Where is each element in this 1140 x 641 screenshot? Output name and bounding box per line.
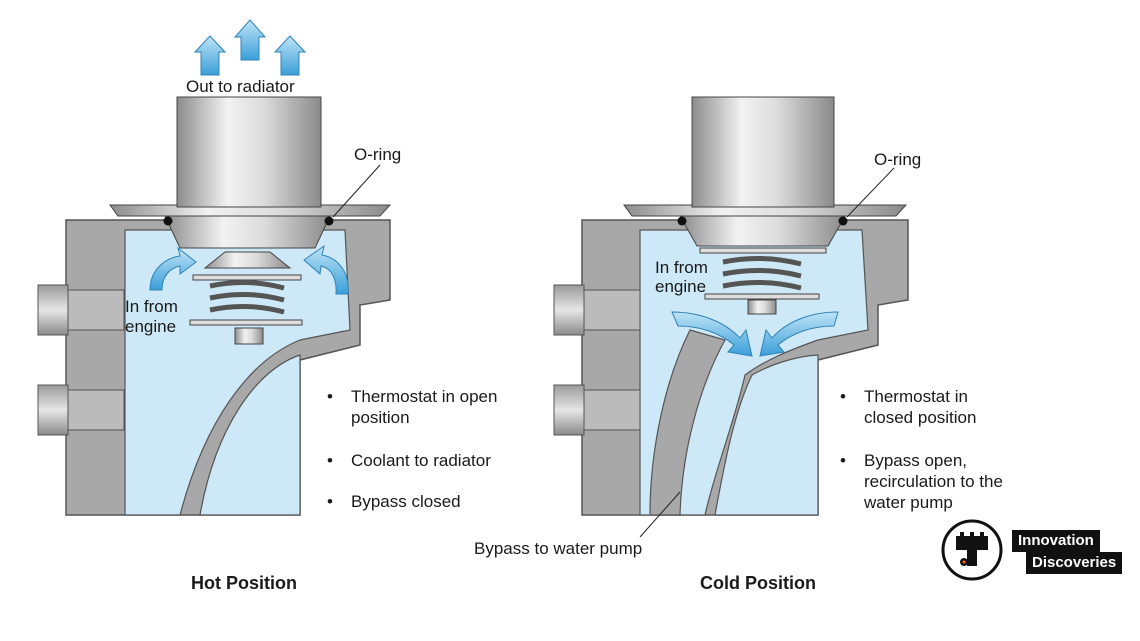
hot-bolt-upper-head bbox=[37, 284, 69, 336]
cold-bullet-1-line-2: closed position bbox=[864, 408, 977, 427]
cold-oring-label: O-ring bbox=[874, 150, 922, 169]
cold-oring-right bbox=[838, 216, 848, 226]
cold-in-label-2: engine bbox=[655, 277, 707, 296]
hot-oring-label: O-ring bbox=[354, 145, 402, 164]
logo-text-line-2: Discoveries bbox=[1026, 552, 1123, 574]
hot-bolt-lower-thread bbox=[67, 389, 125, 431]
hot-outlet-cylinder bbox=[176, 96, 322, 208]
cold-bullet-2-line-2: recirculation to the bbox=[864, 472, 1003, 491]
cold-bullet-1: • Thermostat in closed position bbox=[840, 386, 977, 428]
bullet-dot: • bbox=[840, 387, 846, 406]
hot-in-label-1: In from bbox=[125, 297, 178, 316]
hot-in-label-2: engine bbox=[125, 317, 177, 336]
cold-spring bbox=[722, 255, 802, 291]
cold-oring-leader bbox=[846, 167, 895, 218]
cold-bolt-lower-head bbox=[553, 384, 585, 436]
hot-oring-leader bbox=[332, 164, 381, 218]
cold-bolt-upper-head bbox=[553, 284, 585, 336]
cold-bullet-2-line-3: water pump bbox=[864, 493, 953, 512]
hot-spring bbox=[209, 279, 285, 315]
cold-oring-left bbox=[677, 216, 687, 226]
cold-flow-arrow-left bbox=[671, 311, 753, 357]
hot-bullet-2: • Coolant to radiator bbox=[327, 450, 491, 471]
cold-pellet bbox=[747, 299, 777, 315]
hot-oring-left bbox=[163, 216, 173, 226]
hot-out-label: Out to radiator bbox=[186, 77, 295, 96]
hot-bolt-lower-head bbox=[37, 384, 69, 436]
hot-valve-cone bbox=[203, 251, 292, 269]
cold-lower-plate bbox=[704, 293, 820, 300]
hot-out-arrow-1 bbox=[193, 35, 227, 76]
hot-valve-body bbox=[164, 215, 331, 249]
cold-bullet-1-line-1: Thermostat in bbox=[864, 387, 968, 406]
hot-bolt-upper-thread bbox=[67, 289, 125, 331]
cold-outlet-cylinder bbox=[691, 96, 835, 208]
hot-lower-plate bbox=[189, 319, 303, 326]
hot-flow-arrow-left bbox=[149, 246, 197, 291]
hot-bullet-3-line-1: Bypass closed bbox=[351, 492, 461, 511]
cold-coolant-chamber bbox=[639, 229, 869, 516]
cold-caption: Cold Position bbox=[700, 573, 816, 593]
hot-coolant-chamber bbox=[124, 229, 351, 516]
hot-caption: Hot Position bbox=[191, 573, 297, 593]
bullet-dot: • bbox=[327, 387, 333, 406]
hot-upper-plate bbox=[192, 274, 302, 281]
cold-bullet-2: • Bypass open, recirculation to the wate… bbox=[840, 450, 1003, 513]
cold-bypass-leader bbox=[639, 491, 681, 538]
hot-bullet-1-line-1: Thermostat in open bbox=[351, 387, 498, 406]
hot-bullet-3: • Bypass closed bbox=[327, 491, 461, 512]
logo-text-line-1: Innovation bbox=[1012, 530, 1100, 552]
hot-pellet bbox=[234, 327, 264, 345]
cold-flow-arrow-right bbox=[759, 311, 839, 357]
hot-out-arrow-2 bbox=[233, 19, 267, 61]
cold-valve-body bbox=[679, 215, 846, 247]
hot-bullet-2-line-1: Coolant to radiator bbox=[351, 451, 491, 470]
cold-bolt-lower-thread bbox=[583, 389, 641, 431]
hot-bullet-1-line-2: position bbox=[351, 408, 410, 427]
bullet-dot: • bbox=[327, 492, 333, 511]
cold-upper-plate bbox=[699, 247, 827, 254]
cold-bullet-2-line-1: Bypass open, bbox=[864, 451, 968, 470]
bullet-dot: • bbox=[327, 451, 333, 470]
cold-bolt-upper-thread bbox=[583, 289, 641, 331]
hot-bullet-1: • Thermostat in open position bbox=[327, 386, 498, 428]
hot-bypass-channel bbox=[199, 354, 301, 516]
bullet-dot: • bbox=[840, 451, 846, 470]
cold-bypass-wall bbox=[649, 329, 726, 516]
cold-thermostat bbox=[553, 96, 909, 538]
hot-out-arrow-3 bbox=[273, 35, 307, 76]
cold-bypass-label: Bypass to water pump bbox=[474, 539, 643, 558]
hot-flow-arrow-right bbox=[303, 244, 349, 295]
innovation-discoveries-logo-icon bbox=[941, 519, 1003, 581]
cold-in-label-1: In from bbox=[655, 258, 708, 277]
hot-thermostat bbox=[37, 19, 392, 516]
hot-oring-right bbox=[324, 216, 334, 226]
cold-bypass-channel bbox=[714, 354, 819, 516]
